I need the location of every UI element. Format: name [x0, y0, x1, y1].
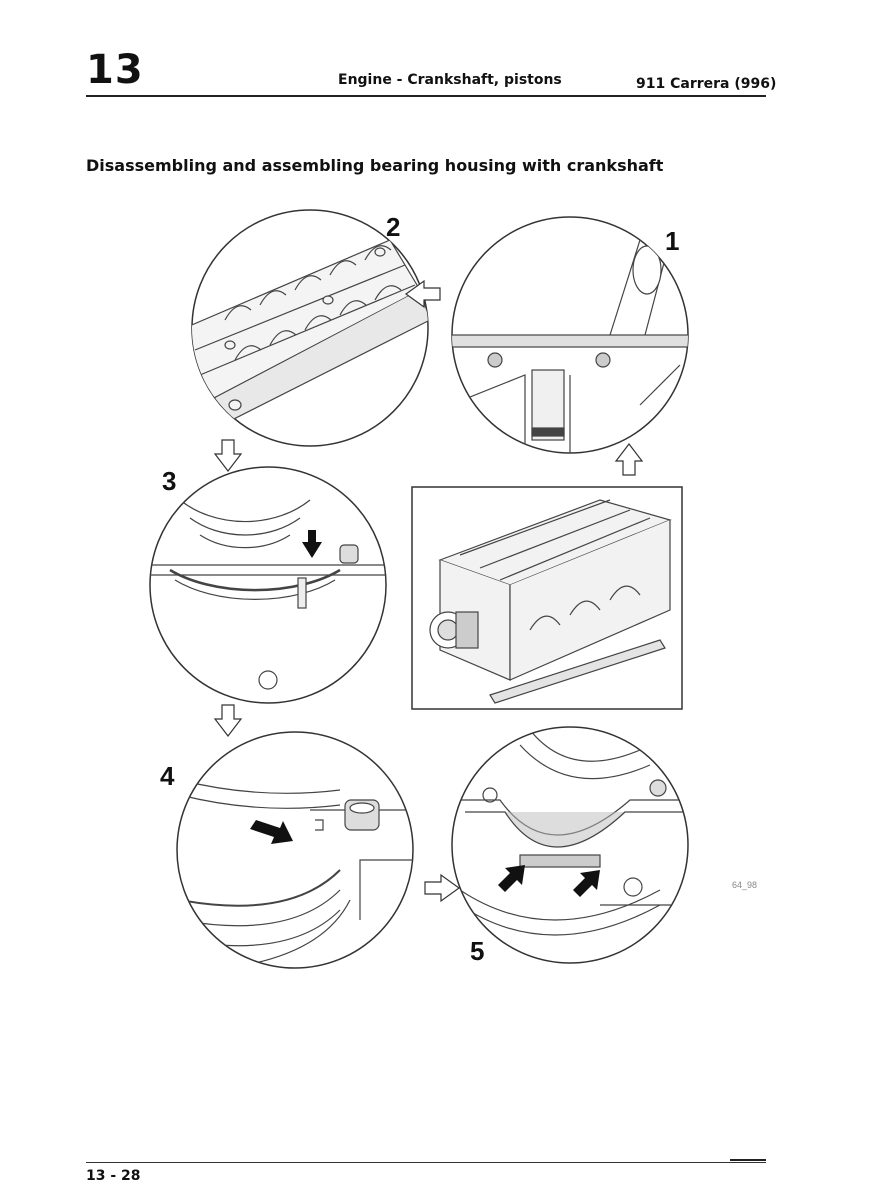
image-code: 64_98 [732, 880, 757, 890]
detail-circle-2: 2 [191, 209, 429, 447]
header-title: Engine - Crankshaft, pistons [338, 72, 562, 88]
arrow-down-icon [213, 439, 243, 472]
detail-circle-4: 4 [160, 731, 414, 969]
step-5-label: 5 [470, 936, 484, 966]
step-3-label: 3 [162, 466, 176, 496]
arrow-up-icon [614, 443, 644, 476]
section-title: Disassembling and assembling bearing hou… [86, 156, 664, 175]
engine-block-image [411, 486, 683, 710]
model-name: 911 Carrera (996) [636, 76, 777, 92]
step-4-label: 4 [160, 761, 175, 791]
arrow-indicator-icon [573, 870, 600, 897]
detail-circle-1: 1 [451, 216, 689, 454]
step-1-label: 1 [665, 226, 679, 256]
assembly-illustration: 2 1 [140, 200, 780, 970]
arrow-indicator-icon [250, 820, 293, 844]
illustration-svg: 2 1 [149, 209, 757, 969]
footer-rule-accent [730, 1159, 766, 1161]
step-2-label: 2 [386, 212, 400, 242]
arrow-indicator-icon [498, 865, 525, 892]
arrow-indicator-icon [302, 530, 322, 558]
footer-rule [86, 1162, 766, 1163]
chapter-number: 13 [86, 47, 144, 93]
page-number: 13 - 28 [86, 1168, 141, 1184]
detail-circle-5: 5 [451, 726, 689, 966]
header-rule [86, 95, 766, 97]
detail-circle-3: 3 [149, 466, 387, 704]
arrow-left-icon [404, 279, 441, 309]
arrow-right-icon [424, 873, 461, 903]
arrow-down-icon [213, 704, 243, 737]
